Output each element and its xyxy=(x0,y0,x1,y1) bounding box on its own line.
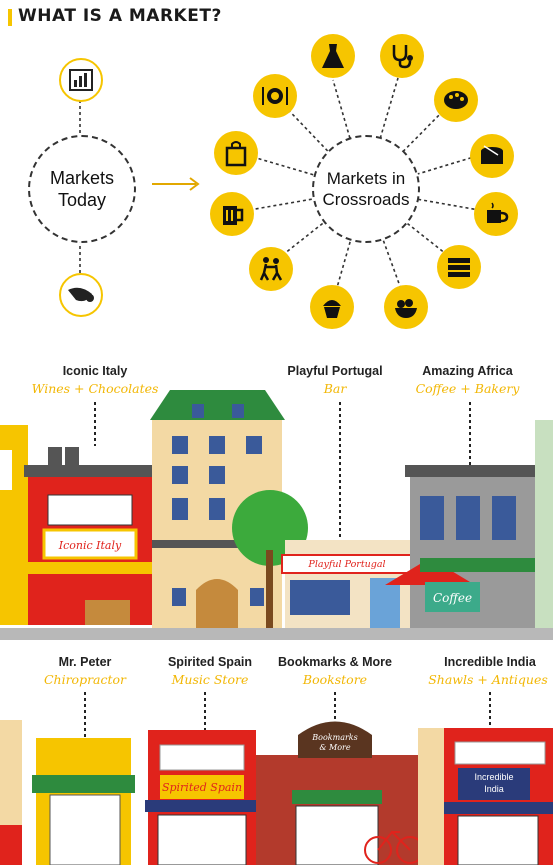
spirited-spain-sign: Spirited Spain xyxy=(161,780,243,794)
incredible-india-type: Shawls + Antiques xyxy=(428,672,548,687)
markets-crossroads-line2: Crossroads xyxy=(322,190,410,209)
amazing-africa-label: Amazing Africa xyxy=(422,364,513,378)
india-sign-line1: Incredible xyxy=(474,772,514,782)
playful-portugal-label: Playful Portugal xyxy=(287,364,383,378)
iconic-italy-label: Iconic Italy xyxy=(62,364,128,378)
upper-street-scene xyxy=(0,390,553,640)
cupcake-icon xyxy=(310,285,354,329)
markets-today-line1: Markets xyxy=(49,167,114,188)
bookmarks-more-label: Bookmarks & More xyxy=(278,655,392,669)
iconic-italy-sign: Iconic Italy xyxy=(58,538,122,552)
india-sign-line2: India xyxy=(484,783,504,794)
palette-icon xyxy=(434,78,478,122)
spirited-spain-type: Music Store xyxy=(171,672,249,687)
mr-peter-type: Chiropractor xyxy=(43,672,127,687)
shopping-bag-icon xyxy=(214,131,258,175)
incredible-india-label: Incredible India xyxy=(444,655,536,669)
title-accent-bar xyxy=(8,9,12,26)
coffee-sign: Coffee xyxy=(432,591,473,605)
stethoscope-icon xyxy=(380,34,424,78)
dancers-icon xyxy=(249,247,293,291)
bookmarks-sign-line1: Bookmarks xyxy=(312,733,358,742)
iconic-italy-type: Wines + Chocolates xyxy=(31,381,159,396)
spirited-spain-label: Spirited Spain xyxy=(167,655,253,669)
playful-portugal-type: Bar xyxy=(323,381,347,396)
markets-today-line2: Today xyxy=(57,190,107,210)
incredible-india-sign: Incredible India xyxy=(458,770,530,795)
amazing-africa-type: Coffee + Bakery xyxy=(415,381,520,396)
bookmarks-sign-line2: & More xyxy=(319,742,351,752)
dress-icon xyxy=(311,34,355,78)
markets-crossroads-circle: Markets in Crossroads xyxy=(312,135,420,243)
fruit-bowl-icon xyxy=(384,285,428,329)
books-icon xyxy=(437,245,481,289)
bookmarks-sign: Bookmarks & More xyxy=(305,733,365,752)
mr-peter-label: Mr. Peter xyxy=(58,655,112,669)
beer-mug-icon xyxy=(210,192,254,236)
playful-portugal-sign: Playful Portugal xyxy=(308,558,386,570)
markets-crossroads-line1: Markets in xyxy=(326,168,406,188)
bookmarks-more-type: Bookstore xyxy=(302,672,368,687)
plate-cutlery-icon xyxy=(253,74,297,118)
page-title: WHAT IS A MARKET? xyxy=(18,6,222,26)
bar-chart-icon xyxy=(59,58,103,102)
cornucopia-icon xyxy=(59,273,103,317)
coffee-cup-icon xyxy=(474,192,518,236)
drum-icon xyxy=(470,134,514,178)
lower-street-scene xyxy=(0,692,553,865)
